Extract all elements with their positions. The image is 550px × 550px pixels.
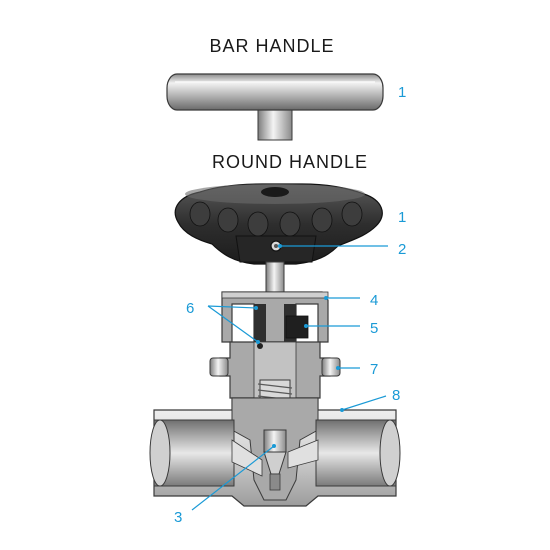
bar-handle bbox=[166, 73, 384, 141]
bar-handle-crossbar bbox=[166, 73, 384, 111]
round-handle-heading: ROUND HANDLE bbox=[212, 152, 368, 172]
bar-handle-heading: BAR HANDLE bbox=[209, 36, 334, 56]
packing-gland bbox=[285, 315, 309, 339]
callout-bonnet: 7 bbox=[370, 361, 378, 378]
bar-handle-post bbox=[257, 107, 293, 141]
callout-round-handle: 1 bbox=[398, 209, 406, 226]
callout-needle: 3 bbox=[174, 509, 182, 526]
needle-tip bbox=[263, 429, 287, 491]
callout-set-screw: 2 bbox=[398, 241, 406, 258]
leader-lines bbox=[191, 245, 388, 511]
round-handle bbox=[174, 183, 383, 265]
callout-body: 8 bbox=[392, 387, 400, 404]
callout-packing: 6 bbox=[186, 300, 194, 317]
callout-gland: 5 bbox=[370, 320, 378, 337]
packing-nut bbox=[221, 291, 329, 343]
packing-upper bbox=[254, 304, 266, 342]
callout-packing-nut: 4 bbox=[370, 292, 378, 309]
callout-bar-handle: 1 bbox=[398, 84, 406, 101]
